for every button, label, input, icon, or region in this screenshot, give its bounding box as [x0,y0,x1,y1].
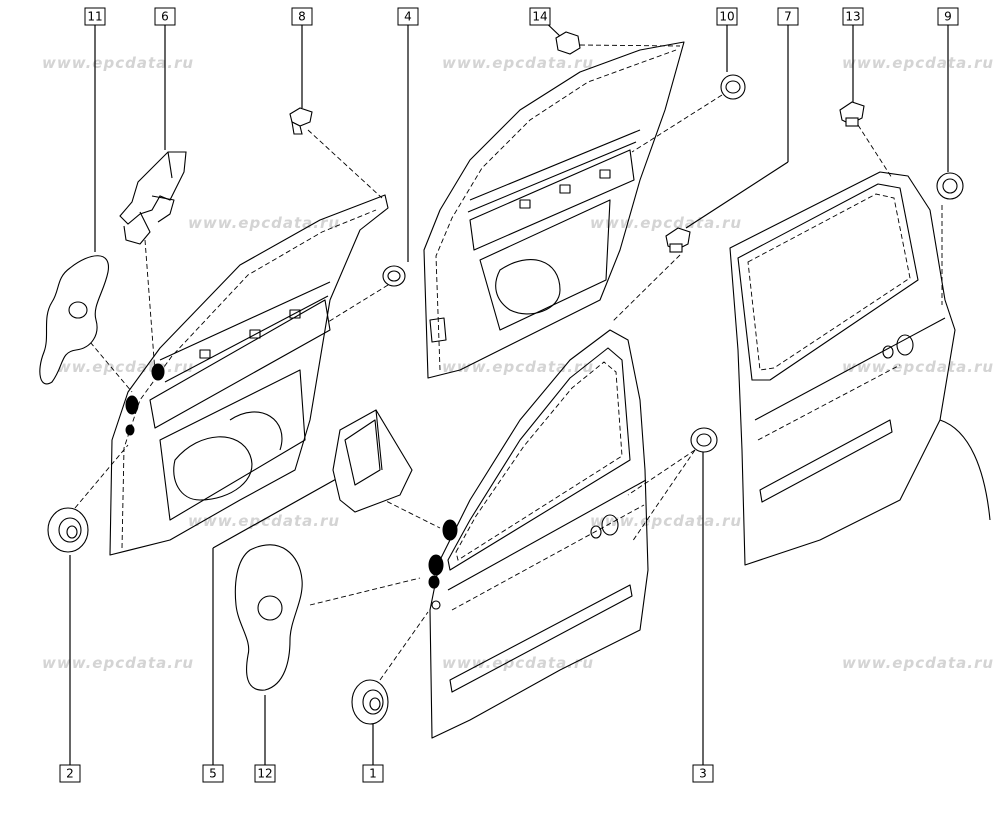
callout-label: 9 [944,10,952,24]
callout-2[interactable]: 2 [59,764,81,783]
rear-door-outer-panel [729,171,991,566]
callout-label: 14 [532,10,547,24]
watermark: www.epcdata.ru [442,54,594,72]
callout-label: 4 [404,10,412,24]
watermarks: www.epcdata.ru www.epcdata.ru www.epcdat… [42,54,994,672]
callout-label: 10 [719,10,734,24]
callout-5[interactable]: 5 [202,764,224,783]
watermark: www.epcdata.ru [188,512,340,530]
callout-6[interactable]: 6 [154,7,176,26]
part-3-grommet [690,427,718,453]
front-door-outer-panel [428,329,649,739]
callout-label: 3 [699,767,707,781]
callout-label: 5 [209,767,217,781]
part-8-clip [289,107,313,135]
leader-lines [69,16,949,765]
watermark: www.epcdata.ru [42,54,194,72]
part-14-clip [555,31,581,55]
callout-label: 12 [257,767,272,781]
callout-8[interactable]: 8 [291,7,313,26]
callout-1[interactable]: 1 [362,764,384,783]
part-13-clip [839,101,865,127]
watermark: www.epcdata.ru [842,358,994,376]
part-11-insulation-sheet [39,255,109,385]
callout-label: 11 [87,10,102,24]
watermark: www.epcdata.ru [842,54,994,72]
watermark: www.epcdata.ru [42,358,194,376]
part-2-grommet [47,507,89,553]
callout-label: 13 [845,10,860,24]
front-door-inner-panel [109,194,389,556]
callout-4[interactable]: 4 [397,7,419,26]
callout-14[interactable]: 14 [529,7,551,26]
part-10-grommet [720,74,746,100]
callout-label: 1 [369,767,377,781]
watermark: www.epcdata.ru [442,358,594,376]
assembly-lines [74,44,943,681]
callout-label: 8 [298,10,306,24]
callout-11[interactable]: 11 [84,7,106,26]
watermark: www.epcdata.ru [42,654,194,672]
part-4-grommet [382,265,406,287]
callout-label: 6 [161,10,169,24]
rear-door-inner-panel [423,41,685,379]
callout-13[interactable]: 13 [842,7,864,26]
part-6-lock-module [119,151,187,245]
callout-12[interactable]: 12 [254,764,276,783]
part-12-insulation-sheet [234,544,303,691]
watermark: www.epcdata.ru [590,214,742,232]
callouts: 11 6 8 4 14 10 7 13 [59,7,959,783]
callout-7[interactable]: 7 [777,7,799,26]
callout-3[interactable]: 3 [692,764,714,783]
part-1-grommet [351,679,389,725]
watermark: www.epcdata.ru [442,654,594,672]
watermark: www.epcdata.ru [842,654,994,672]
callout-label: 7 [784,10,792,24]
callout-9[interactable]: 9 [937,7,959,26]
part-9-grommet [936,172,964,200]
callout-label: 2 [66,767,74,781]
watermark: www.epcdata.ru [590,512,742,530]
part-7-clip [665,227,691,253]
watermark: www.epcdata.ru [188,214,340,232]
part-5-trim-corner [332,409,413,513]
callout-10[interactable]: 10 [716,7,738,26]
